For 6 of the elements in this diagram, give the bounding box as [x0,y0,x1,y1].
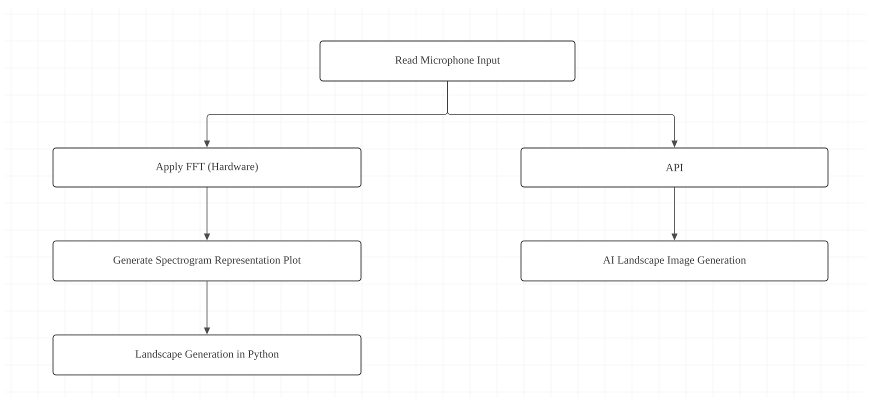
process-box: Apply FFT (Hardware) [52,148,362,188]
process-box: AI Landscape Image Generation [520,240,828,282]
process-box: API [520,148,828,188]
process-box: Read Microphone Input [320,40,576,82]
process-box: Generate Spectrogram Representation Plot [52,240,362,282]
process-box: Landscape Generation in Python [52,334,362,376]
